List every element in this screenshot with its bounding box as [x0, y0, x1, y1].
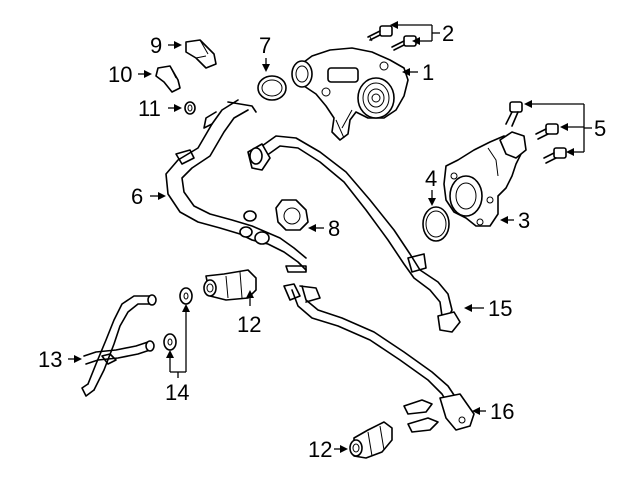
leader-9 [168, 41, 182, 49]
water-pump-housing [291, 47, 409, 141]
gasket-plate [275, 199, 309, 231]
leader-7 [262, 58, 270, 72]
leader-10 [138, 70, 152, 78]
callout-6: 6 [131, 184, 143, 209]
leader-4 [428, 190, 436, 206]
callout-15: 15 [488, 296, 512, 321]
callout-10: 10 [108, 62, 132, 87]
temperature-sensor [185, 39, 217, 69]
bolt-lower [391, 35, 417, 51]
callout-4: 4 [425, 166, 437, 191]
hose-fitting-upper [203, 269, 257, 301]
bolt-a [505, 101, 523, 127]
leader-8 [308, 224, 324, 232]
leader-3 [500, 216, 514, 224]
coolant-hose-long [247, 135, 461, 333]
callout-2: 2 [442, 21, 454, 46]
coolant-pipe-lower [283, 283, 475, 433]
callout-16: 16 [490, 399, 514, 424]
callout-3: 3 [518, 208, 530, 233]
bolt-c [543, 147, 567, 164]
leader-2 [390, 21, 440, 45]
leader-1 [402, 68, 418, 76]
leader-5 [524, 100, 592, 156]
coolant-pipe [165, 99, 307, 273]
callout-9: 9 [150, 33, 162, 58]
leader-12b [334, 445, 348, 453]
bolt-upper [367, 25, 393, 42]
leader-15 [464, 304, 484, 312]
callout-13: 13 [38, 347, 62, 372]
leader-11 [168, 104, 182, 112]
callout-1: 1 [422, 60, 434, 85]
callout-8: 8 [328, 216, 340, 241]
bolt-b [535, 123, 559, 140]
leader-16 [472, 407, 486, 415]
washers [163, 287, 193, 351]
sensor-connector [155, 65, 181, 93]
thermostat-bolts [505, 101, 567, 164]
o-ring [422, 206, 450, 242]
callout-5: 5 [594, 116, 606, 141]
callout-14: 14 [165, 380, 189, 405]
callout-11: 11 [138, 96, 161, 121]
leader-12a [246, 290, 254, 306]
gasket-ring [257, 75, 287, 101]
hose-fitting-lower [349, 421, 393, 459]
leader-6 [150, 192, 166, 200]
callout-7: 7 [259, 33, 271, 58]
leader-14 [166, 304, 190, 378]
callout-12-upper: 12 [237, 312, 261, 337]
callout-12-lower: 12 [308, 437, 332, 462]
sealing-washer [184, 101, 196, 115]
thermostat-housing [443, 131, 527, 227]
leader-13 [68, 355, 82, 363]
pump-bolts [367, 25, 417, 51]
bypass-hose-assembly [81, 294, 157, 397]
